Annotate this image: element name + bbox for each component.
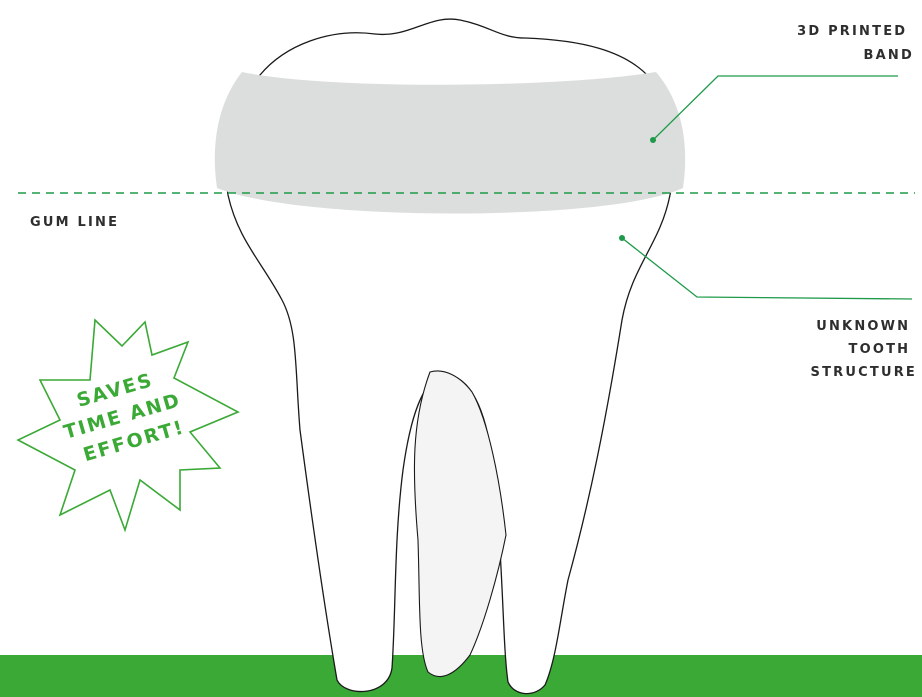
band-label-line: BAND	[864, 48, 914, 63]
tooth-structure-label-line: STRUCTURE	[811, 365, 917, 380]
band-label-line: 3D PRINTED	[797, 24, 907, 39]
tooth-leader-dot	[619, 235, 625, 241]
tooth-leader-line	[622, 238, 912, 299]
gum-line-label: GUM LINE	[30, 215, 119, 230]
band-leader-dot	[650, 137, 656, 143]
tooth-structure-label-line: TOOTH	[849, 342, 911, 357]
band-leader-line	[653, 76, 898, 140]
savings-burst: SAVES TIME AND EFFORT!	[18, 320, 238, 530]
band-label: 3D PRINTED BAND	[797, 24, 914, 63]
tooth-structure-label: UNKNOWN TOOTH STRUCTURE	[811, 319, 917, 380]
tooth-structure-label-line: UNKNOWN	[816, 319, 910, 334]
printed-band	[215, 72, 685, 214]
